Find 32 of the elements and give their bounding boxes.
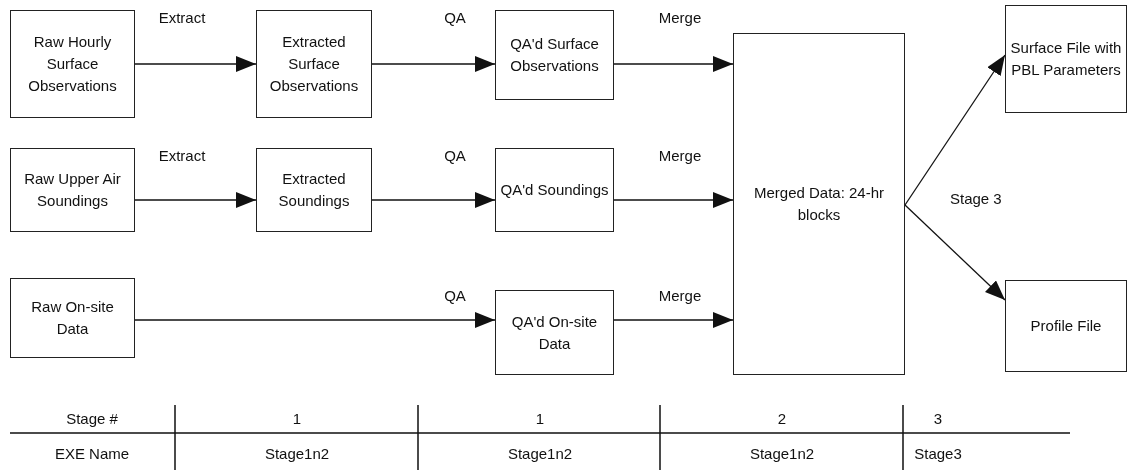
process-box [733, 33, 905, 375]
box-label: Profile File [1029, 316, 1103, 337]
arrow [904, 204, 1006, 301]
process-box [495, 148, 614, 232]
process-box [256, 10, 372, 118]
box-label: QA'd Soundings [499, 180, 610, 201]
arrow [613, 56, 734, 72]
arrow [904, 54, 1006, 206]
arrow [134, 192, 257, 208]
box-label: Extracted Surface Observations [268, 32, 360, 96]
box-label: Extracted Soundings [277, 169, 351, 211]
arrow [613, 312, 734, 328]
arrow [371, 56, 496, 72]
box-label: Raw On-site Data [30, 297, 115, 339]
process-box [495, 10, 614, 100]
process-box [1005, 280, 1127, 372]
box-label: Raw Upper Air Soundings [23, 169, 122, 211]
process-box [10, 10, 135, 118]
process-box [10, 148, 135, 232]
process-box [256, 148, 372, 232]
arrow [134, 312, 496, 328]
box-label: Surface File with PBL Parameters [1009, 38, 1123, 80]
box-label: Merged Data: 24-hr blocks [752, 183, 886, 225]
box-label: Raw Hourly Surface Observations [27, 32, 118, 96]
process-box [1005, 5, 1127, 113]
process-box [10, 278, 135, 358]
box-label: QA'd Surface Observations [509, 34, 600, 76]
box-label: QA'd On-site Data [510, 311, 599, 354]
arrow [613, 192, 734, 208]
arrow [134, 56, 257, 72]
arrow [371, 192, 496, 208]
process-box [495, 290, 614, 375]
